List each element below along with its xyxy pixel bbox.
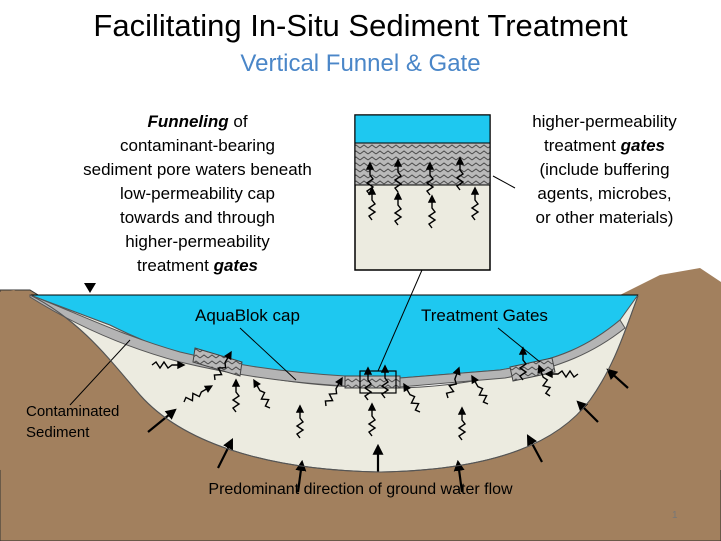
squiggle-arrow-head — [544, 369, 553, 379]
funnel-line: contaminant-bearing — [120, 136, 275, 155]
contaminated-sediment-label: Contaminated Sediment — [26, 401, 119, 443]
treatment-gate-center — [344, 375, 401, 389]
squiggle-arrow — [213, 357, 229, 381]
squiggle-arrow — [363, 374, 373, 401]
water-level-triangle — [84, 283, 96, 293]
squiggle-arrow-head — [425, 161, 435, 170]
gates-line: agents, microbes, — [537, 184, 672, 203]
squiggle-arrow — [552, 369, 579, 379]
squiggle-arrow — [393, 199, 403, 226]
squiggle-arrow-head — [177, 360, 186, 370]
squiggle-arrow-head — [380, 364, 390, 373]
inset-gate-layer — [354, 142, 491, 186]
squiggle-arrow — [256, 385, 271, 409]
gates-line: treatment — [544, 136, 621, 155]
bowl-outline — [29, 294, 639, 473]
funnel-bold-word: Funneling — [147, 112, 229, 131]
pointer-cap — [239, 327, 297, 381]
squiggle-arrow-head — [393, 158, 403, 167]
squiggle-arrow-head — [365, 161, 375, 170]
soil-bank-right — [600, 268, 721, 470]
squiggle-arrow — [425, 169, 435, 196]
squiggle-arrow — [367, 194, 377, 221]
page-number: 1 — [672, 510, 678, 521]
squiggle-arrow-head — [403, 382, 411, 393]
squiggle-arrow-head — [253, 378, 261, 389]
pointer-gates-inset — [492, 175, 516, 189]
squiggle-arrow — [470, 194, 480, 221]
squiggle-arrow — [324, 383, 340, 407]
squiggle-arrow-head — [224, 350, 232, 361]
squiggle-arrow — [367, 410, 377, 437]
gates-line: (include buffering — [539, 160, 670, 179]
funnel-end-word: gates — [213, 256, 258, 275]
pointer-gates — [497, 327, 541, 363]
squiggle-arrow — [393, 166, 403, 193]
squiggle-arrow — [231, 386, 241, 413]
squiggle-arrow — [427, 202, 437, 229]
squiggle-arrow-head — [471, 374, 479, 385]
treatment-gates-label: Treatment Gates — [421, 306, 548, 325]
squiggle-arrow-head — [393, 191, 403, 200]
squiggle-arrow — [474, 381, 489, 405]
funnel-description: Funneling of contaminant-bearing sedimen… — [55, 110, 340, 278]
squiggle-arrow-head — [455, 156, 465, 165]
squiggle-arrow-head — [457, 406, 467, 415]
squiggle-arrow-head — [518, 346, 528, 355]
squiggle-arrow — [295, 412, 305, 439]
gates-description: higher-permeability treatment gates (inc… — [512, 110, 697, 230]
squiggle-arrow-head — [231, 378, 241, 387]
flow-arrows — [147, 368, 629, 493]
soil-bank-left — [0, 290, 180, 470]
squiggle-arrow-head — [367, 402, 377, 411]
page-subtitle: Vertical Funnel & Gate — [240, 50, 481, 77]
squiggle-flow-arrow — [151, 156, 579, 441]
squiggle-arrow — [540, 371, 552, 397]
squiggle-arrow — [151, 360, 178, 370]
squiggle-arrow-head — [427, 194, 437, 203]
squiggle-arrow — [365, 169, 375, 196]
squiggle-arrow-head — [470, 186, 480, 195]
squiggle-arrow — [455, 164, 465, 191]
squiggle-arrow — [518, 354, 528, 381]
funnel-line: low-permeability cap — [120, 184, 275, 203]
inset-water — [354, 114, 491, 144]
squiggle-arrow-head — [335, 376, 343, 387]
flow-direction-label: Predominant direction of ground water fl… — [208, 481, 513, 498]
funnel-line: towards and through — [120, 208, 275, 227]
pointer-sediment — [69, 339, 131, 406]
squiggle-arrow — [457, 414, 467, 441]
gates-line: higher-permeability — [532, 112, 677, 131]
aquablok-cap-label: AquaBlok cap — [195, 306, 300, 325]
sediment-label-line: Contaminated — [26, 403, 120, 420]
squiggle-arrow-head — [295, 404, 305, 413]
squiggle-arrow-head — [452, 366, 461, 376]
funnel-line: higher-permeability — [125, 232, 270, 251]
gates-bold-word: gates — [620, 136, 665, 155]
squiggle-arrow-head — [363, 366, 373, 375]
gates-line: or other materials) — [535, 208, 674, 227]
funnel-line: of — [228, 112, 248, 131]
squiggle-arrow — [183, 388, 207, 403]
squiggle-arrow-head — [367, 186, 377, 195]
squiggle-arrow-head — [537, 364, 546, 374]
squiggle-arrow — [445, 373, 458, 399]
sediment-label-line: Sediment — [26, 424, 90, 441]
funnel-line: treatment — [137, 256, 214, 275]
page-title: Facilitating In-Situ Sediment Treatment — [93, 8, 628, 43]
squiggle-arrow — [406, 389, 421, 413]
zoom-line — [377, 269, 423, 372]
funnel-line: sediment pore waters beneath — [83, 160, 312, 179]
squiggle-arrow — [380, 372, 390, 399]
treatment-gate-left — [192, 347, 243, 377]
squiggle-arrow-head — [203, 385, 214, 393]
